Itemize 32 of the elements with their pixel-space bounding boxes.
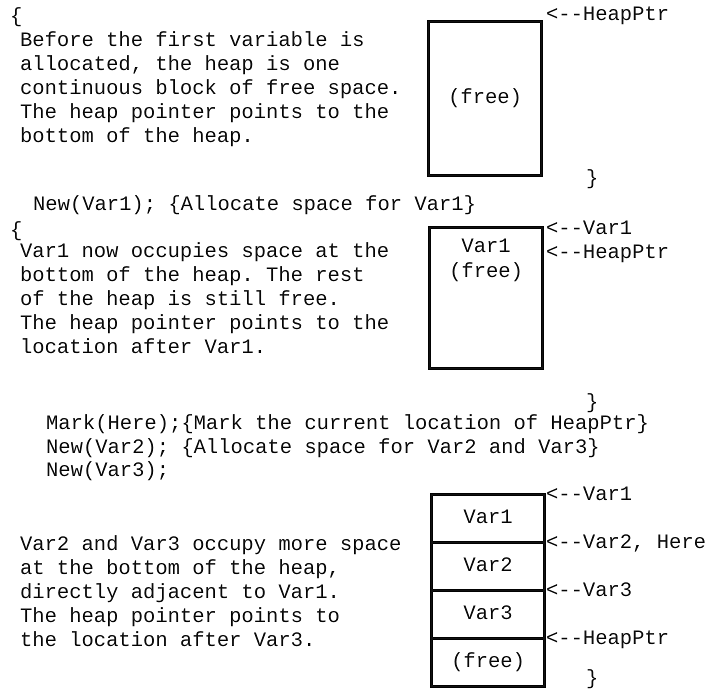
code-line: New(Var3);	[46, 460, 170, 484]
code-line: Mark(Here);{Mark the current location of HeapPtr}	[46, 413, 649, 437]
heap-cell	[430, 637, 546, 688]
comment-text: Var2 and Var3 occupy more space at the bottom of the heap, directly adjacent to Var1. The heap pointer points to the location after Var3.	[20, 534, 402, 654]
pointer-label: <--Var3	[546, 580, 632, 604]
block-label: Var3	[463, 602, 513, 627]
pointer-label: <--HeapPtr	[546, 4, 670, 28]
block-label: (free)	[451, 650, 525, 675]
code-line: New(Var2); {Allocate space for Var2 and Var3}	[46, 437, 600, 461]
block-label: (free)	[448, 86, 522, 111]
pointer-label: <--HeapPtr	[546, 628, 670, 652]
brace: {	[10, 6, 22, 30]
brace: }	[586, 668, 598, 692]
comment-text: Var1 now occupies space at the bottom of the heap. The rest of the heap is still free. The heap pointer points to the location after Var1.	[20, 241, 390, 361]
brace: {	[10, 220, 22, 244]
comment-text: Before the first variable is allocated, the heap is one continuous block of free space. The heap pointer points to the bottom of the heap.	[20, 30, 402, 150]
heap-cell	[430, 493, 546, 544]
code-line: New(Var1); {Allocate space for Var1}	[33, 194, 476, 218]
block-label: (free)	[449, 260, 523, 285]
pointer-label: <--HeapPtr	[546, 242, 670, 266]
pointer-label: <--Var2, Here	[546, 532, 706, 556]
pointer-label: <--Var1	[546, 218, 632, 242]
brace: }	[586, 392, 598, 415]
heap-block	[428, 226, 544, 370]
block-label: Var1	[461, 235, 511, 260]
heap-cell	[430, 589, 546, 640]
heap-block	[427, 20, 543, 177]
heap-cell	[430, 541, 546, 592]
brace: }	[586, 168, 598, 192]
block-label: Var1	[463, 506, 513, 531]
block-label: Var2	[463, 554, 513, 579]
pointer-label: <--Var1	[546, 484, 632, 508]
